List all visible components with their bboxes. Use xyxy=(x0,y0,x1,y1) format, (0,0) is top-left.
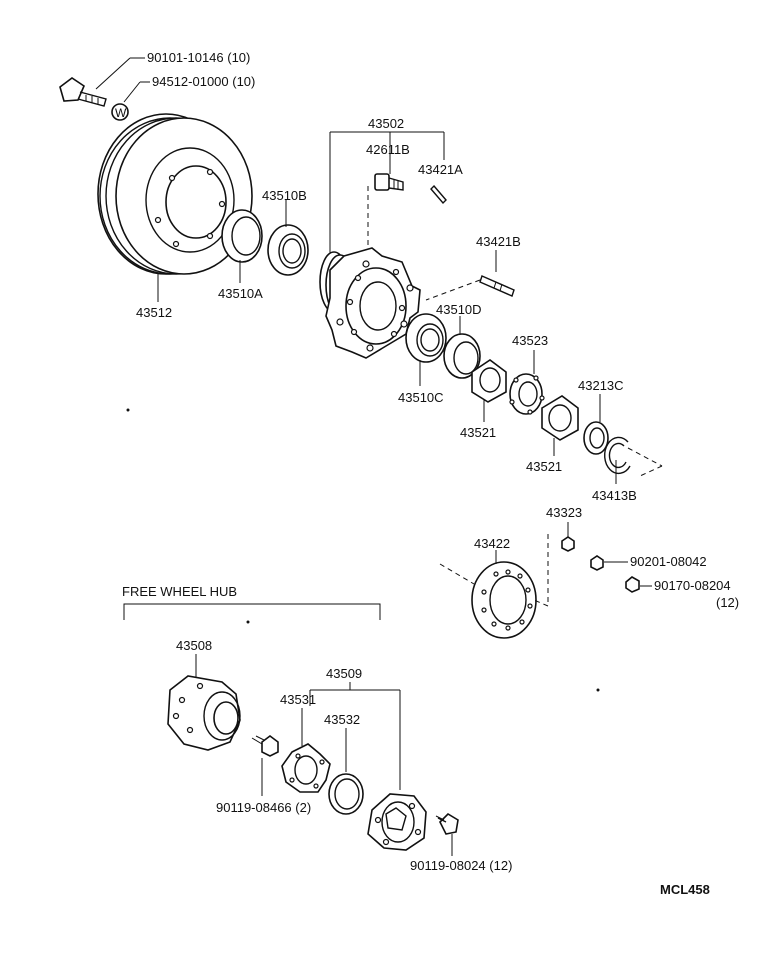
label-43510a: 43510A xyxy=(218,286,263,301)
bearing-race-43510d xyxy=(443,333,481,379)
washer-43213c xyxy=(583,421,609,455)
washer-94512-01000: W xyxy=(111,103,129,121)
bolt-90119-08024 xyxy=(435,812,459,835)
free-wheel-hub-title: FREE WHEEL HUB xyxy=(122,584,237,599)
bolt-90101-10146 xyxy=(59,77,107,107)
label-43510c: 43510C xyxy=(398,390,444,405)
nut-43323 xyxy=(561,536,575,552)
nut-90201-08042 xyxy=(590,555,604,571)
hub-cover-43509 xyxy=(367,793,427,851)
bearing-43510b xyxy=(267,224,309,276)
lock-nut-43521-a xyxy=(471,359,507,403)
label-43213c: 43213C xyxy=(578,378,624,393)
lock-washer-43523 xyxy=(509,373,545,415)
label-43421b: 43421B xyxy=(476,234,521,249)
stud-43421b xyxy=(479,275,515,297)
label-43509: 43509 xyxy=(326,666,362,681)
diagram-code: MCL458 xyxy=(660,882,710,897)
bolt-90119-08466 xyxy=(251,735,279,757)
label-43508: 43508 xyxy=(176,638,212,653)
snap-ring-43413b xyxy=(603,436,631,475)
label-43512: 43512 xyxy=(136,305,172,320)
free-wheel-body-43508 xyxy=(167,675,241,751)
label-43421a: 43421A xyxy=(418,162,463,177)
label-90170-qty: (12) xyxy=(716,595,739,610)
brake-disc-43512 xyxy=(97,113,253,275)
hub-plate-43531 xyxy=(281,743,331,793)
label-94512-01000: 94512-01000 (10) xyxy=(152,74,255,89)
dial-plate-43422 xyxy=(471,561,537,639)
nut-90170-08204 xyxy=(625,576,640,593)
label-90170-08204: 90170-08204 xyxy=(654,578,731,593)
axle-hub-43502 xyxy=(319,247,421,359)
lock-nut-43521-b xyxy=(541,395,579,441)
label-90119-08024: 90119-08024 (12) xyxy=(410,858,512,873)
label-43323: 43323 xyxy=(546,505,582,520)
label-43502: 43502 xyxy=(368,116,404,131)
label-43510b: 43510B xyxy=(262,188,307,203)
label-43521-b: 43521 xyxy=(526,459,562,474)
label-43521-a: 43521 xyxy=(460,425,496,440)
label-90119-08466: 90119-08466 (2) xyxy=(216,800,311,815)
stud-43421a xyxy=(430,184,447,205)
label-43510d: 43510D xyxy=(436,302,482,317)
label-43523: 43523 xyxy=(512,333,548,348)
label-90201-08042: 90201-08042 xyxy=(630,554,707,569)
hub-bolt-42611b xyxy=(374,173,404,191)
label-43413b: 43413B xyxy=(592,488,637,503)
bearing-43510c xyxy=(405,313,447,363)
label-43422: 43422 xyxy=(474,536,510,551)
label-43532: 43532 xyxy=(324,712,360,727)
label-90101-10146: 90101-10146 (10) xyxy=(147,50,250,65)
o-ring-43532 xyxy=(328,773,364,815)
label-42611b: 42611B xyxy=(366,142,410,157)
washer-mark: W xyxy=(115,106,127,120)
label-43531: 43531 xyxy=(280,692,316,707)
bearing-race-43510a xyxy=(221,209,263,263)
